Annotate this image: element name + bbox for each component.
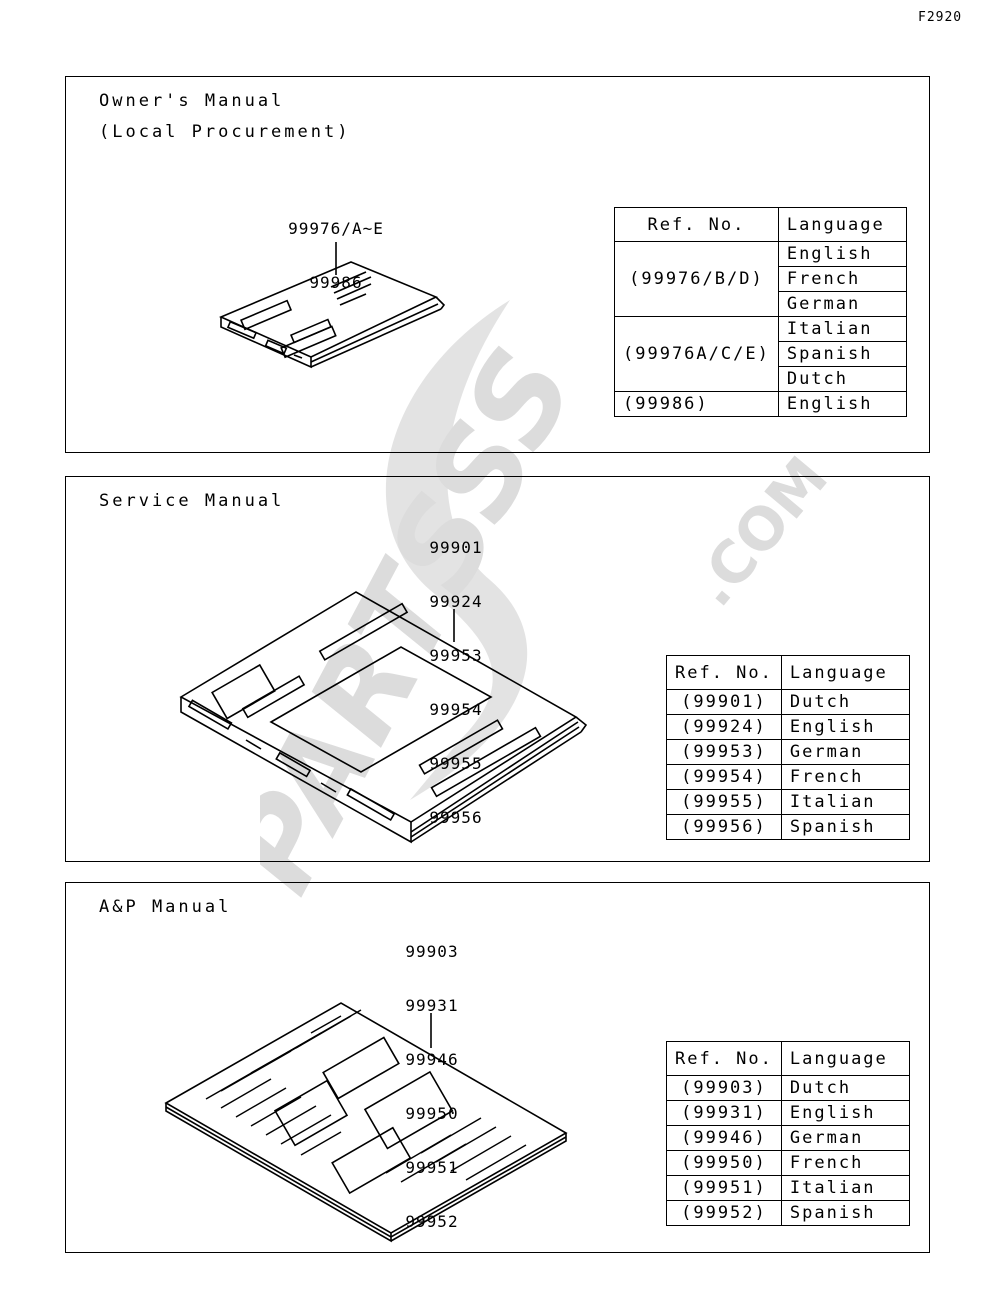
service-manual-book-drawing — [179, 591, 588, 844]
language-header: Language — [777, 207, 907, 242]
ref-no-cell: (99954) — [666, 764, 782, 790]
owners-manual-book-drawing — [218, 242, 446, 369]
owners-manual-title: Owner's Manual — [99, 91, 285, 111]
language-cell: Italian — [777, 316, 907, 342]
part-number: 99976/A~E — [288, 219, 384, 238]
ref-no-header: Ref. No. — [666, 655, 782, 690]
language-cell: Dutch — [777, 366, 907, 392]
part-number: 99950 — [405, 1104, 459, 1123]
part-number: 99946 — [405, 1050, 459, 1069]
figure-code: F2920 — [918, 10, 963, 25]
ref-no-cell: (99956) — [666, 814, 782, 840]
part-number: 99955 — [429, 754, 483, 773]
service-manual-panel: Service Manual 99901 99924 99953 99954 9… — [65, 476, 930, 862]
ref-no-cell: (99953) — [666, 739, 782, 765]
service-manual-title: Service Manual — [99, 491, 285, 511]
part-number: 99901 — [429, 538, 483, 557]
language-cell: French — [780, 1150, 910, 1176]
part-number: 99954 — [429, 700, 483, 719]
owners-manual-ref-table: Ref. No. Language (99976/B/D) English Fr… — [614, 207, 907, 417]
ref-no-cell: (99986) — [614, 391, 779, 417]
language-cell: German — [780, 1125, 910, 1151]
language-cell: Dutch — [780, 689, 910, 715]
language-cell: French — [777, 266, 907, 292]
language-cell: English — [780, 1100, 910, 1126]
ref-no-cell: (99931) — [666, 1100, 782, 1126]
language-cell: Italian — [780, 1175, 910, 1201]
ref-no-cell: (99976/B/D) — [614, 241, 779, 317]
owners-manual-panel: Owner's Manual (Local Procurement) 99976… — [65, 76, 930, 453]
service-manual-ref-table: Ref. No. Language (99901)Dutch (99924)En… — [666, 655, 910, 840]
language-cell: Dutch — [780, 1075, 910, 1101]
part-number: 99953 — [429, 646, 483, 665]
ref-no-header: Ref. No. — [614, 207, 779, 242]
part-number: 99931 — [405, 996, 459, 1015]
ap-manual-ref-table: Ref. No. Language (99903)Dutch (99931)En… — [666, 1041, 910, 1226]
language-cell: Spanish — [777, 341, 907, 367]
ap-manual-panel: A&P Manual 99903 99931 99946 99950 99951… — [65, 882, 930, 1253]
ref-no-header: Ref. No. — [666, 1041, 782, 1076]
language-header: Language — [780, 1041, 910, 1076]
language-cell: Spanish — [780, 1200, 910, 1226]
ap-manual-sheet-drawing — [164, 1002, 568, 1243]
owners-manual-subtitle: (Local Procurement) — [99, 122, 351, 142]
ap-manual-title: A&P Manual — [99, 897, 232, 917]
ref-no-cell: (99955) — [666, 789, 782, 815]
language-cell: German — [777, 291, 907, 317]
ref-no-cell: (99950) — [666, 1150, 782, 1176]
ref-no-cell: (99924) — [666, 714, 782, 740]
ref-no-cell: (99976A/C/E) — [614, 316, 779, 392]
language-cell: German — [780, 739, 910, 765]
language-cell: English — [777, 241, 907, 267]
ref-no-cell: (99951) — [666, 1175, 782, 1201]
ref-no-cell: (99903) — [666, 1075, 782, 1101]
language-cell: French — [780, 764, 910, 790]
ref-no-cell: (99946) — [666, 1125, 782, 1151]
ref-no-cell: (99952) — [666, 1200, 782, 1226]
language-cell: Spanish — [780, 814, 910, 840]
service-manual-part-numbers: 99901 99924 99953 99954 99955 99956 — [416, 503, 496, 863]
ref-no-cell: (99901) — [666, 689, 782, 715]
language-header: Language — [780, 655, 910, 690]
part-number: 99903 — [405, 942, 459, 961]
language-cell: English — [777, 391, 907, 417]
language-cell: Italian — [780, 789, 910, 815]
language-cell: English — [780, 714, 910, 740]
part-number: 99924 — [429, 592, 483, 611]
